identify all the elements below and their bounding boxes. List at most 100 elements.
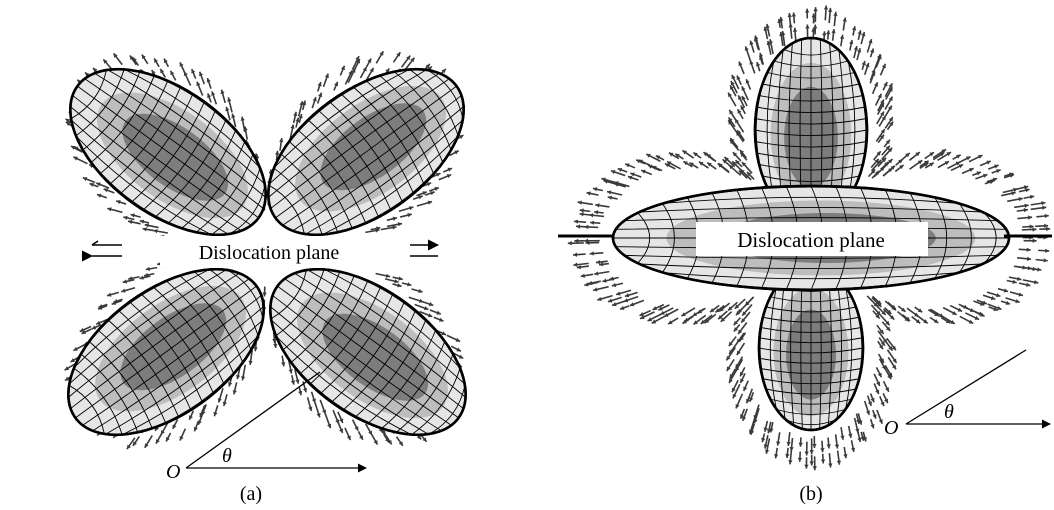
panel-a-arrowhead: [398, 441, 403, 446]
panel-b-arrowhead: [614, 181, 619, 186]
panel-b-arrowhead: [735, 160, 740, 165]
panel-a-arrowhead: [96, 182, 101, 187]
panel-a-arrowhead: [441, 68, 446, 74]
panel-a-arrowhead: [362, 66, 367, 72]
panel-b-arrowhead: [740, 152, 745, 158]
panel-b-plane-label: Dislocation plane: [737, 228, 885, 252]
panel-b-arrowhead: [879, 358, 884, 363]
panel-b-arrowhead: [1034, 280, 1039, 285]
panel-a-arrowhead: [243, 126, 248, 131]
panel-a-arrowhead: [385, 437, 389, 443]
panel-b-arrowhead: [915, 152, 920, 157]
panel-b-arrowhead: [596, 259, 601, 265]
panel-b-arrowhead: [655, 155, 661, 160]
panel-a-arrowhead: [454, 150, 459, 155]
panel-b-arrowhead: [843, 454, 848, 459]
panel-a-arrowhead: [407, 282, 412, 287]
panel-a-arrowhead: [455, 337, 461, 342]
panel-b-arrowhead: [805, 24, 810, 29]
panel-b-arrowhead: [883, 81, 888, 87]
panel-b-arrowhead: [791, 12, 797, 17]
panel-b-arrowhead: [968, 319, 974, 324]
panel-a-arrowhead: [396, 52, 401, 57]
panel-b-arrowhead: [929, 162, 934, 167]
panel-a-arrowhead: [275, 150, 280, 155]
panel-b-arrowhead: [887, 105, 892, 111]
panel-b-arrowhead: [741, 161, 747, 167]
panel-b-arrowhead: [834, 444, 840, 449]
panel-b-arrowhead: [609, 276, 614, 281]
panel-b-arrowhead: [876, 54, 881, 59]
panel-b-arrowhead: [982, 300, 987, 305]
panel-b-arrowhead: [763, 427, 768, 432]
panel-b-arrowhead: [1029, 194, 1035, 200]
panel-b-arrowhead: [724, 156, 729, 162]
panel-a-theta-label: θ: [222, 445, 232, 467]
panel-b-arrowhead: [684, 317, 689, 322]
panel-b-arrowhead: [851, 26, 857, 31]
panel-b-arrowhead: [888, 83, 893, 88]
panel-b-arrowhead: [1018, 197, 1023, 202]
panel-b-arrowhead: [877, 93, 882, 99]
panel-b-arrowhead: [703, 152, 708, 157]
panel-a-arrowhead: [373, 440, 378, 445]
panel-b-arrowhead: [612, 302, 617, 307]
panel-b-arrowhead: [729, 349, 734, 355]
panel-b-arrowhead: [756, 62, 761, 67]
panel-a-arrowhead: [406, 55, 411, 61]
panel-b-arrowhead: [892, 364, 897, 370]
panel-a-arrowhead: [456, 347, 461, 352]
panel-a-arrowhead: [295, 117, 300, 122]
panel-b-arrowhead: [577, 200, 582, 205]
panel-b-arrowhead: [675, 153, 680, 158]
panel-a-arrowhead: [82, 177, 88, 182]
panel-a-arrowhead: [392, 225, 397, 230]
panel-a-arrowhead: [144, 223, 150, 228]
panel-b-arrowhead: [887, 374, 892, 380]
panel-b-arrowhead: [885, 139, 890, 145]
panel-b-arrowhead: [870, 423, 875, 429]
panel-a-arrowhead: [348, 70, 353, 76]
panel-a-arrowhead: [425, 63, 430, 69]
panel-b-arrowhead: [880, 166, 885, 172]
panel-b-arrowhead: [742, 311, 747, 316]
panel-b-arrowhead: [875, 314, 880, 319]
panel-a-arrowhead: [130, 213, 135, 218]
panel-b-arrowhead: [779, 16, 784, 22]
panel-b-arrowhead: [624, 293, 630, 298]
panel-b-arrowhead: [668, 152, 674, 157]
panel-b-arrowhead: [881, 157, 887, 163]
panel-b-arrowhead: [804, 464, 809, 469]
panel-a-arrowhead: [359, 435, 363, 440]
panel-b-arrowhead: [652, 306, 658, 311]
panel-a-arrowhead: [354, 426, 359, 431]
panel-a-arrowhead: [160, 68, 165, 74]
panel-b-theta-label: θ: [944, 401, 954, 423]
panel-a-origin-label: O: [166, 461, 180, 483]
panel-b-arrowhead: [774, 454, 779, 459]
panel-a-arrowhead: [298, 390, 303, 396]
panel-b-arrowhead: [576, 264, 582, 270]
panel-a-arrowhead: [103, 188, 109, 193]
panel-a-arrowhead: [312, 97, 317, 102]
panel-b-arrowhead: [826, 30, 831, 35]
panel-b-arrowhead: [904, 317, 909, 322]
panel-b-arrowhead: [741, 95, 746, 101]
panel-a-arrowhead: [228, 382, 233, 387]
panel-b-arrowhead: [744, 301, 750, 306]
panel-a-arrowhead: [381, 430, 386, 435]
panel-b-arrowhead: [993, 306, 998, 311]
panel-b-arrowhead: [586, 191, 591, 196]
panel-b-arrowhead: [720, 317, 726, 322]
panel-b-arrowhead: [996, 169, 1001, 174]
panel-b-arrowhead: [733, 320, 738, 326]
panel-b-arrowhead: [963, 304, 968, 309]
panel-b-arrowhead: [880, 341, 885, 346]
panel-b-arrowhead: [732, 393, 737, 399]
panel-b-arrowhead: [923, 162, 929, 167]
panel-b-arrowhead: [706, 153, 712, 159]
panel-b-arrowhead: [726, 366, 731, 371]
panel-a-shear-arrows-left: [81, 240, 122, 262]
panel-a-arrowhead: [279, 138, 284, 143]
panel-b-arrowhead: [880, 129, 885, 134]
